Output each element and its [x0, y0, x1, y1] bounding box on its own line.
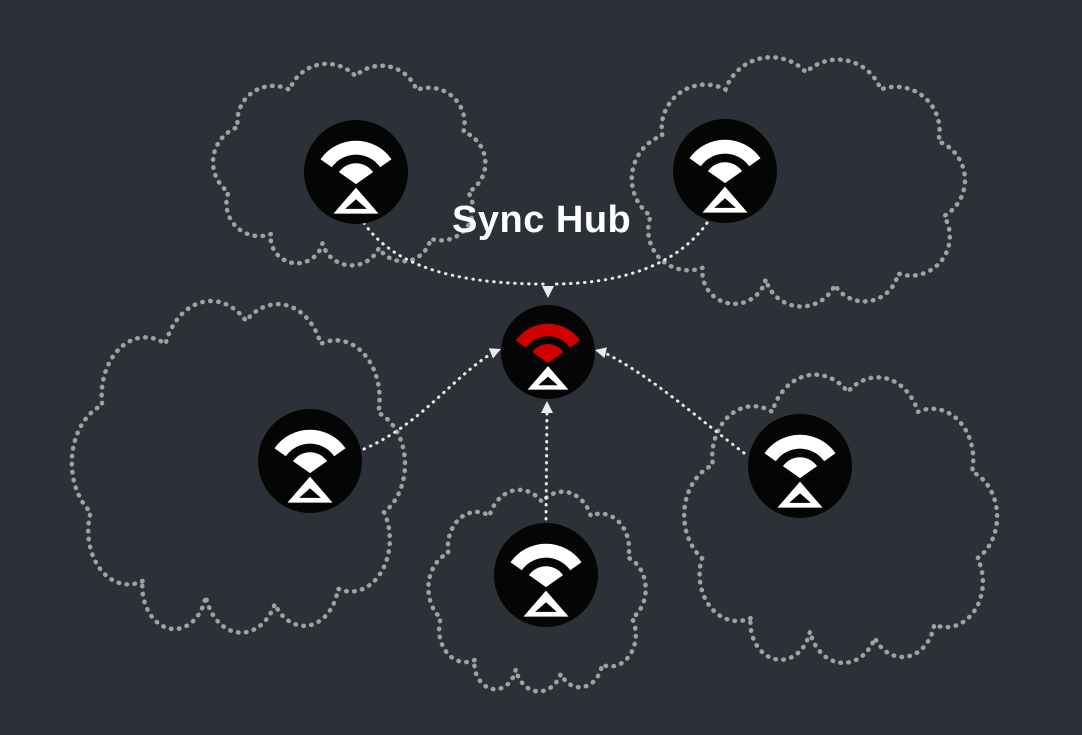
peer-node-sync-icon [258, 409, 363, 514]
sync-arrow-bottom-center [544, 405, 549, 521]
hub-label: Sync Hub [452, 199, 632, 241]
sync-arrow-top-left [362, 221, 546, 286]
cloud-outline-mid-right [684, 375, 997, 663]
sync-arrow-mid-right [601, 350, 746, 455]
arrow-head-icon [488, 348, 501, 359]
peer-node-sync-icon [673, 119, 778, 224]
peer-node-sync-icon [748, 414, 853, 519]
arrow-head-icon [595, 347, 607, 358]
peer-node-sync-icon [304, 120, 409, 225]
sync-arrow-mid-left [362, 350, 496, 451]
peer-node-sync-icon [494, 523, 599, 628]
arrow-head-icon [542, 286, 554, 298]
arrow-head-icon [541, 401, 553, 413]
hub-node-sync-icon [501, 305, 595, 399]
